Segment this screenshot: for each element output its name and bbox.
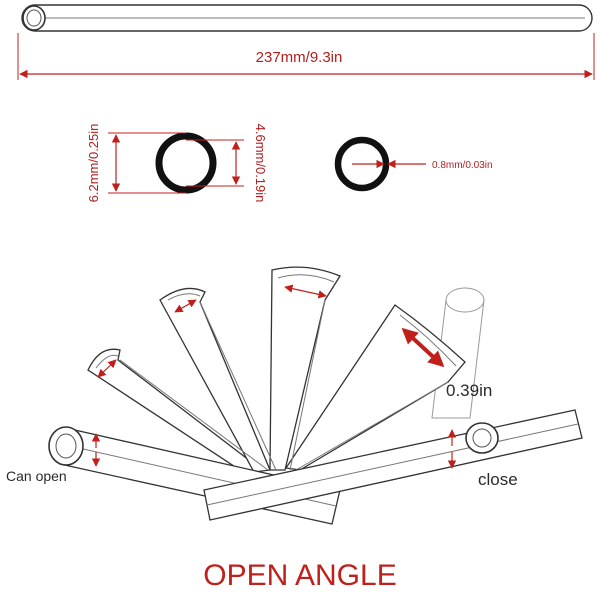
straight-tube: [21, 4, 593, 32]
wall-thickness-label: 0.8mm/0.03in: [432, 160, 493, 171]
diagram-title: OPEN ANGLE: [203, 559, 396, 592]
cross-section-diameter: 6.2mm/0.25in 4.6mm/0.19in: [86, 124, 268, 203]
inner-diameter-label: 4.6mm/0.19in: [253, 124, 268, 203]
length-label: 237mm/9.3in: [256, 49, 343, 66]
close-label: close: [478, 470, 518, 489]
length-dimension: 237mm/9.3in: [17, 33, 595, 80]
cross-section-wall: 0.8mm/0.03in: [334, 136, 493, 192]
can-open-label: Can open: [6, 468, 67, 484]
closed-tube: close: [203, 409, 583, 521]
cut-tube-fan: [87, 266, 485, 475]
opening-label: 0.39in: [446, 381, 492, 400]
outer-diameter-label: 6.2mm/0.25in: [86, 124, 101, 203]
